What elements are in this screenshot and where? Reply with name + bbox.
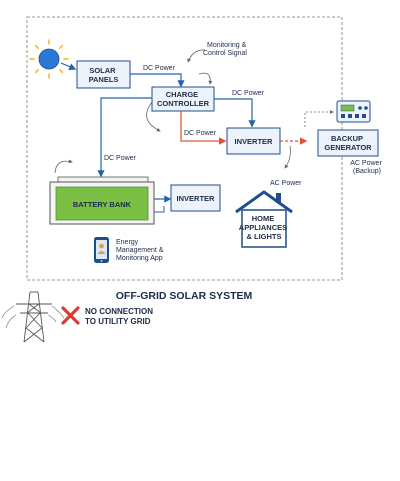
svg-text:CHARGE CONTROLLER: CHARGE CONTROLLER xyxy=(157,90,210,108)
charge-controller-box: CHARGE CONTROLLER xyxy=(151,86,215,112)
monitoring-label-1: Monitoring & xyxy=(207,42,247,49)
svg-text:Energy Management & Mo: Energy Management & Monitoring App xyxy=(116,239,165,262)
dc-power-arrow-controller-battery xyxy=(97,97,152,178)
app-label-3: Monitoring App xyxy=(116,255,163,262)
battery-bank-label: BATTERY BANK xyxy=(73,200,132,209)
generator-control-panel-icon xyxy=(336,100,371,123)
inverter-main-label: INVERTER xyxy=(235,137,274,146)
dc-power-arrow-controller-inverter xyxy=(214,98,256,128)
battery-bank: BATTERY BANK xyxy=(49,176,155,225)
inverter-secondary-label: INVERTER xyxy=(177,194,216,203)
svg-text:Monitoring & Control Signa: Monitoring & Control Signal xyxy=(203,42,248,57)
no-grid-label-2: TO UTILITY GRID xyxy=(85,317,151,326)
dc-power-label-1: DC Power xyxy=(143,65,176,72)
monitoring-label-2: Control Signal xyxy=(203,50,247,57)
dc-power-label-4: DC Power xyxy=(104,155,137,162)
backup-generator-label-2: GENERATOR xyxy=(324,143,372,152)
sun-to-panels-arrow xyxy=(60,62,77,71)
ac-power-backup-label-2: (Backup) xyxy=(353,168,381,175)
diagram-title: OFF-GRID SOLAR SYSTEM xyxy=(116,290,253,302)
monitoring-loop-arrow xyxy=(198,72,213,85)
smartphone-icon xyxy=(94,237,109,263)
inverter-main-box: INVERTER xyxy=(226,127,281,155)
home-label-1: HOME xyxy=(252,214,275,223)
svg-text:NO CONNECTION TO UTILITY G: NO CONNECTION TO UTILITY GRID xyxy=(85,307,155,326)
app-label-1: Energy xyxy=(116,239,139,246)
dc-power-red-arrow xyxy=(180,111,227,145)
system-boundary xyxy=(26,16,343,281)
backup-generator-label-1: BACKUP xyxy=(331,134,363,143)
charge-controller-label-2: CONTROLLER xyxy=(157,99,210,108)
dc-power-arrow-panels-controller xyxy=(130,73,185,88)
home-label-3: & LIGHTS xyxy=(247,232,282,241)
controller-loop-arrow xyxy=(146,101,161,132)
ac-power-label: AC Power xyxy=(270,180,302,187)
transmission-tower-icon xyxy=(1,291,65,343)
solar-panels-box: SOLAR PANELS xyxy=(76,60,131,89)
svg-text:BACKUP GENERATOR: BACKUP GENERATOR xyxy=(324,134,372,152)
dc-power-label-3: DC Power xyxy=(184,130,217,137)
inverter-secondary-box: INVERTER xyxy=(170,184,221,212)
no-grid-label-1: NO CONNECTION xyxy=(85,307,153,316)
dc-power-label-2: DC Power xyxy=(232,90,265,97)
battery-loop-arrow xyxy=(54,159,73,174)
svg-text:AC Power (Backup): AC Power (Backup) xyxy=(350,160,383,175)
svg-text:SOLAR PANELS: SOLAR PANELS xyxy=(89,66,119,84)
red-x-icon xyxy=(61,306,80,325)
house-icon xyxy=(235,190,293,248)
charge-controller-label-1: CHARGE xyxy=(166,90,199,99)
sun-icon xyxy=(29,39,69,79)
home-label-2: APPLIANCES xyxy=(239,223,287,232)
battery-to-inverter-lower-arrow xyxy=(154,206,165,213)
solar-panels-label-1: SOLAR xyxy=(89,66,116,75)
svg-text:HOME APPLIANCES & LIGH: HOME APPLIANCES & LIGHTS xyxy=(239,214,289,241)
ac-power-down-arrow xyxy=(284,145,291,169)
monitoring-signal-arrow xyxy=(187,49,206,63)
solar-panels-label-2: PANELS xyxy=(89,75,119,84)
ac-power-backup-label-1: AC Power xyxy=(350,160,382,167)
app-label-2: Management & xyxy=(116,247,164,254)
backup-generator-box: BACKUP GENERATOR xyxy=(317,129,379,157)
generator-signal-arrow xyxy=(304,110,334,127)
